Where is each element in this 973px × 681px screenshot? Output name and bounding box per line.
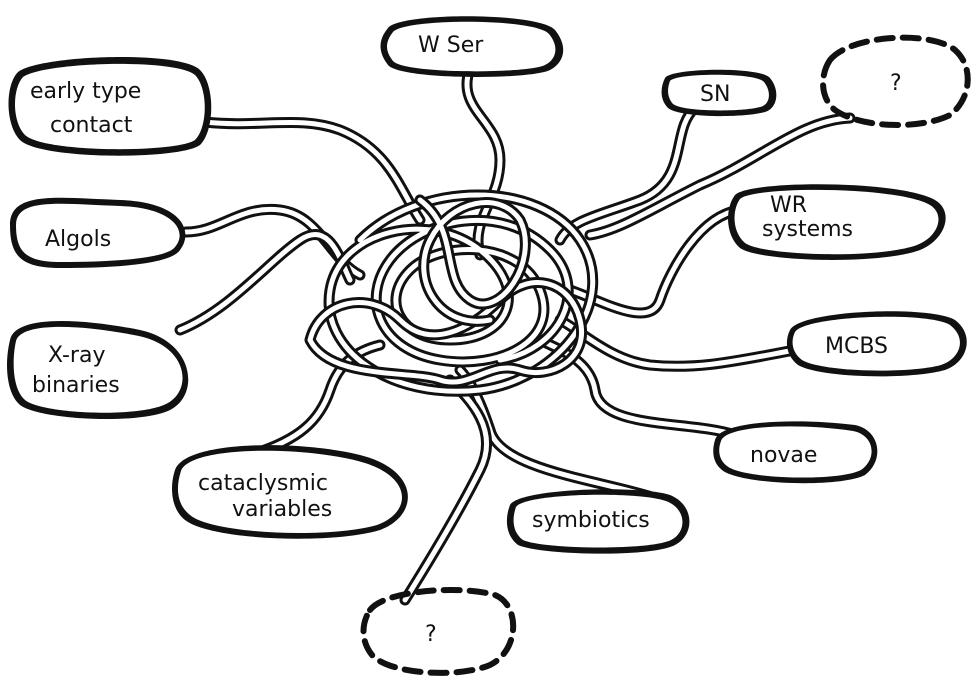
tube-unknown-top [584,112,856,241]
label-early-type-contact-2: contact [50,113,133,138]
node-algols: Algols [10,197,186,268]
tube-sn [554,102,701,246]
node-mcbs: MCBS [786,311,967,377]
label-x-ray-binaries-2: binaries [32,373,120,398]
label-cataclysmic-variables-2: variables [232,497,332,522]
label-wr-systems-1: WR [770,193,807,218]
label-unknown-bottom: ? [425,622,437,647]
node-novae: novae [713,421,878,484]
tube-wr-systems [564,204,746,319]
tube-x-ray-binaries [174,229,356,336]
label-symbiotics: symbiotics [532,508,650,533]
label-x-ray-binaries-1: X-ray [48,343,105,368]
label-wr-systems-2: systems [762,217,853,242]
node-unknown-bottom: ? [360,587,517,676]
node-wr-systems: WR systems [728,184,946,260]
tube-cataclysmic-variables [244,339,386,461]
label-early-type-contact-1: early type [30,79,141,104]
node-symbiotics: symbiotics [506,489,690,554]
node-cataclysmic-variables: cataclysmic variables [172,445,408,539]
tube-mcbs [554,314,801,372]
central-tangle [304,189,598,397]
label-unknown-top: ? [890,71,902,96]
label-mcbs: MCBS [825,334,888,359]
label-cataclysmic-variables-1: cataclysmic [198,471,328,496]
node-unknown-top: ? [820,34,971,128]
node-early-type-contact: early type contact [8,57,212,156]
tube-unknown-bottom [399,374,492,606]
label-w-ser: W Ser [418,33,484,58]
label-algols: Algols [45,227,111,252]
label-sn: SN [700,82,730,107]
node-sn: SN [661,69,777,117]
label-novae: novae [750,443,817,468]
node-w-ser: W Ser [380,16,564,77]
node-x-ray-binaries: X-ray binaries [7,320,189,420]
tube-early-type-contact [199,116,426,226]
connector-tubes [174,62,856,606]
